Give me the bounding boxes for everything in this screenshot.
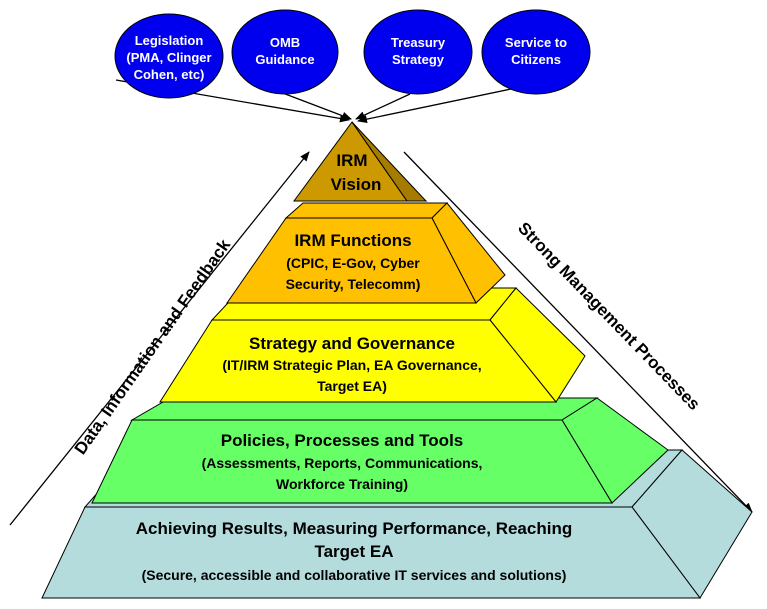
arrow-service	[357, 83, 536, 124]
tier-functions-front-face	[226, 217, 477, 304]
tier-strategy-title: Strategy and Governance	[249, 334, 455, 353]
oval-treasury-line1: Treasury	[391, 35, 446, 50]
tier-vision-title-line2: Vision	[331, 175, 382, 194]
tier-results-subtitle: (Secure, accessible and collaborative IT…	[142, 567, 567, 583]
oval-service: Service to Citizens	[481, 9, 591, 95]
oval-legislation-line3: Cohen, etc)	[134, 67, 205, 82]
left-side-arrow	[9, 151, 310, 526]
tier-strategy-front-face	[159, 319, 558, 403]
oval-service-line1: Service to	[505, 35, 567, 50]
tier-policies-subtitle-line2: Workforce Training)	[276, 476, 408, 492]
tier-strategy-subtitle-line2: Target EA)	[317, 378, 387, 394]
tier-functions-subtitle-line1: (CPIC, E-Gov, Cyber	[286, 255, 420, 271]
oval-omb-line1: OMB	[270, 35, 300, 50]
tier-functions-subtitle-line2: Security, Telecomm)	[286, 276, 421, 292]
tier-policies-title: Policies, Processes and Tools	[221, 431, 464, 450]
oval-legislation-line2: (PMA, Clinger	[126, 50, 211, 65]
tier-results-front-face	[41, 506, 701, 599]
oval-omb-line2: Guidance	[255, 52, 314, 67]
oval-omb: OMB Guidance	[231, 9, 339, 95]
arrow-omb	[279, 91, 352, 120]
tier-vision-shade-face	[351, 121, 428, 202]
oval-service-line2: Citizens	[511, 52, 561, 67]
tier-functions-title: IRM Functions	[294, 231, 411, 250]
input-ovals: Legislation (PMA, Clinger Cohen, etc) OM…	[114, 9, 591, 99]
tier-functions-top-face	[284, 202, 449, 219]
oval-treasury-line2: Strategy	[392, 52, 445, 67]
tier-policies-subtitle-line1: (Assessments, Reports, Communications,	[202, 455, 483, 471]
oval-treasury: Treasury Strategy	[363, 9, 473, 95]
tier-results-title-line1: Achieving Results, Measuring Performance…	[136, 519, 572, 538]
arrow-treasury	[355, 93, 411, 120]
tier-vision-title-line1: IRM	[336, 151, 367, 170]
tier-functions: IRM Functions (CPIC, E-Gov, Cyber Securi…	[226, 202, 506, 304]
tier-policies: Policies, Processes and Tools (Assessmen…	[91, 397, 669, 504]
tier-strategy-subtitle-line1: (IT/IRM Strategic Plan, EA Governance,	[222, 357, 481, 373]
oval-legislation-line1: Legislation	[135, 33, 204, 48]
oval-legislation: Legislation (PMA, Clinger Cohen, etc)	[114, 13, 224, 99]
tier-results-title-line2: Target EA	[314, 542, 393, 561]
tier-vision: IRM Vision	[293, 121, 428, 202]
right-side-arrow	[403, 151, 753, 513]
tier-policies-front-face	[91, 419, 613, 504]
tier-strategy: Strategy and Governance (IT/IRM Strategi…	[159, 287, 586, 403]
